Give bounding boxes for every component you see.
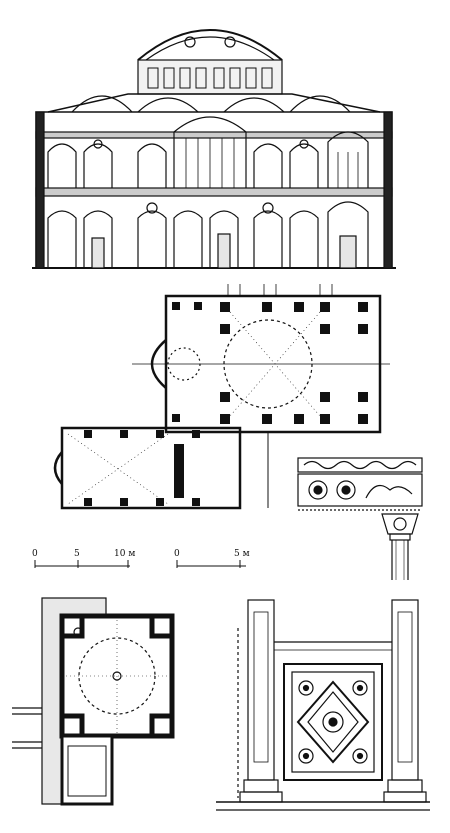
church-plan-icon — [53, 284, 390, 510]
scale-tick-label: 5 м — [234, 549, 250, 559]
frieze-detail-drawing — [296, 454, 424, 582]
ornamental-panel-icon — [216, 599, 430, 811]
scale-tick-label: 0 — [32, 549, 38, 559]
church-cross-section-icon — [32, 29, 396, 269]
church-plan-drawing — [48, 284, 390, 516]
scale-bar-right: 0 5 м — [172, 546, 272, 574]
scale-bar-left: 0 5 10 м — [30, 546, 150, 574]
chapel-plan-icon — [12, 597, 175, 806]
ornamental-panel-drawing — [216, 598, 430, 820]
scale-tick-label: 5 — [74, 549, 80, 559]
scale-tick-label: 10 м — [114, 549, 135, 559]
chapel-plan-drawing — [12, 596, 182, 806]
church-section-drawing — [28, 12, 400, 280]
scale-tick-label: 0 — [174, 549, 180, 559]
ornament-frieze-icon — [297, 457, 423, 580]
